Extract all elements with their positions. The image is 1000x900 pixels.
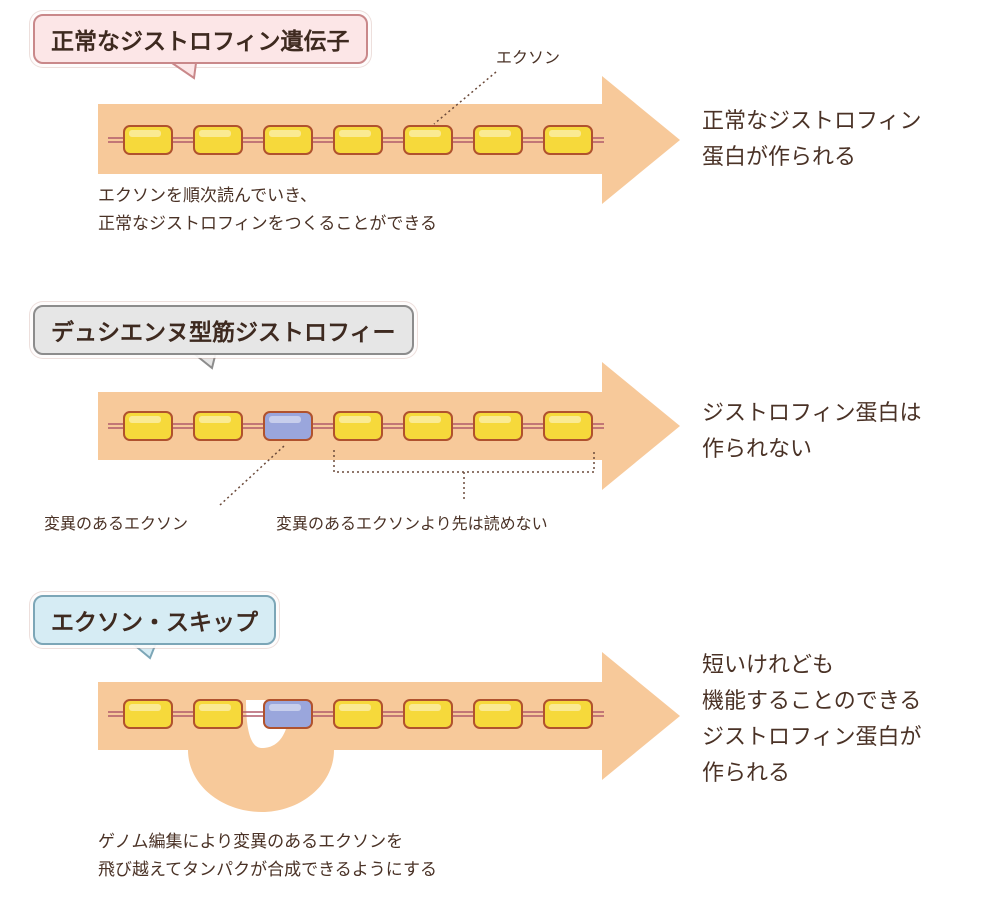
exon-highlight [269,416,301,423]
exon-highlight [129,416,161,423]
exon-callout-line [433,71,497,125]
exon [123,699,173,729]
exon [543,125,593,155]
exon-highlight [199,416,231,423]
exon-highlight [129,130,161,137]
gene-strand-skip [108,699,604,729]
exon [123,411,173,441]
title-tail-3 [129,642,158,660]
exon-highlight [339,704,371,711]
exon-highlight [549,416,581,423]
exon [333,411,383,441]
exon [543,699,593,729]
section-title-normal-gene: 正常なジストロフィン遺伝子 [33,14,368,64]
exon-highlight [409,130,441,137]
result-dmd: ジストロフィン蛋白は 作られない [702,401,922,462]
mutant-exon [263,699,313,729]
exon-callout-label: エクソン [496,48,561,67]
caption-exon-skip: ゲノム編集により変異のあるエクソンを 飛び越えてタンパクが合成できるようにする [98,832,437,880]
exon-highlight [549,130,581,137]
exon-highlight [479,704,511,711]
result-exon-skip: 短いけれども 機能することのできる ジストロフィン蛋白が 作られる [702,653,922,786]
exon [473,699,523,729]
exon [403,699,453,729]
exon [403,125,453,155]
exon [193,125,243,155]
gene-arrow-skip [98,652,680,812]
mutant-exon [263,411,313,441]
section-title-exon-skip: エクソン・スキップ [33,595,276,645]
title-tail-1 [168,62,198,80]
section-title-dmd: デュシエンヌ型筋ジストロフィー [33,305,414,355]
exon [193,699,243,729]
caption-normal: エクソンを順次読んでいき、 正常なジストロフィンをつくることができる [98,186,437,234]
exon [333,699,383,729]
gene-arrow-dmd [98,362,680,490]
gene-arrow-normal [98,76,680,204]
exon-highlight [269,704,301,711]
exon-highlight [549,704,581,711]
exon [473,411,523,441]
exon [263,125,313,155]
gene-strand-dmd [108,411,604,441]
exon [333,125,383,155]
mutant-exon-label: 変異のあるエクソン [44,514,189,533]
exon [403,411,453,441]
exon-highlight [409,416,441,423]
exon-highlight [269,130,301,137]
exon-highlight [129,704,161,711]
exon [473,125,523,155]
exon-highlight [199,704,231,711]
result-normal: 正常なジストロフィン 蛋白が作られる [702,109,922,170]
exon [193,411,243,441]
exon [123,125,173,155]
unreadable-label: 変異のあるエクソンより先は読めない [276,514,548,533]
exon-highlight [409,704,441,711]
exon-highlight [339,416,371,423]
exon [543,411,593,441]
exon-highlight [199,130,231,137]
gene-strand-normal [108,125,604,155]
exon-highlight [479,416,511,423]
exon-highlight [479,130,511,137]
exon-highlight [339,130,371,137]
